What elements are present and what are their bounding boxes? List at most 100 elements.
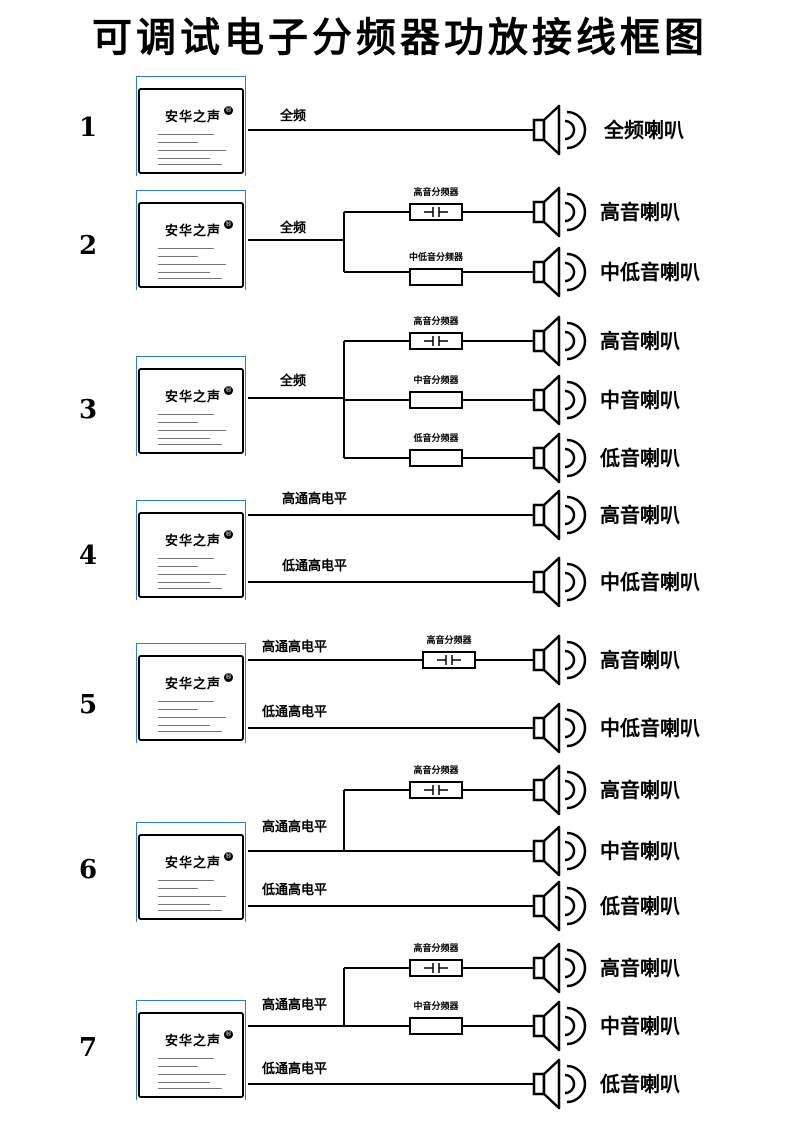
amplifier-fine-print [158,256,198,257]
amplifier-fine-print [158,164,222,165]
amplifier-fine-print [158,134,214,135]
diagram-number-2: 2 [78,231,98,261]
amplifier-terminal [248,850,250,852]
amplifier-terminal [248,1025,250,1027]
speaker-icon-7-1 [532,942,587,994]
speaker-icon-5-1 [532,634,587,686]
amplifier-terminal [248,129,250,131]
amplifier-logo-icon: ® [224,530,233,539]
amplifier-terminal [248,659,250,661]
speaker-label-3-1: 高音喇叭 [600,329,680,353]
speaker-label-1-1: 全频喇叭 [604,118,684,142]
amplifier-frame [136,356,246,456]
filter-label-3-1: 高音分频器 [413,317,459,327]
amplifier-brand: 安华之声 [164,390,221,405]
amplifier-frame [136,1000,246,1100]
amplifier-fine-print [158,904,210,905]
input-label-4-1: 高通高电平 [282,492,348,507]
amplifier-fine-print [158,725,210,726]
amplifier-3: 安华之声® [136,356,250,456]
page-title: 可调试电子分频器功放接线框图 [92,15,708,61]
speaker-label-6-3: 低音喇叭 [600,894,680,918]
amplifier-fine-print [158,158,210,159]
filter-2-2 [409,268,463,286]
amplifier-fine-print [158,444,222,445]
amplifier-frame [136,822,246,922]
amplifier-body: 安华之声® [138,1012,244,1098]
speaker-label-4-1: 高音喇叭 [600,503,680,527]
amplifier-brand: 安华之声 [164,856,221,871]
speaker-icon-6-2 [532,825,587,877]
speaker-icon-1-1 [532,104,587,156]
amplifier-terminal [248,1083,250,1085]
filter-2-1 [409,203,463,221]
speaker-label-7-3: 低音喇叭 [600,1072,680,1096]
amplifier-fine-print [158,430,226,431]
filter-label-7-2: 中音分频器 [413,1002,459,1012]
amplifier-fine-print [158,1058,214,1059]
amplifier-brand: 安华之声 [164,110,221,125]
amplifier-fine-print [158,142,198,143]
diagram-number-5: 5 [78,690,98,720]
amplifier-body: 安华之声® [138,202,244,288]
amplifier-logo-icon: ® [224,386,233,395]
speaker-icon-5-2 [532,702,587,754]
amplifier-frame [136,190,246,290]
amplifier-fine-print [158,1074,226,1075]
amplifier-frame [136,76,246,176]
input-label-6-1: 高通高电平 [262,820,328,835]
filter-label-5-1: 高音分频器 [426,636,472,646]
speaker-label-3-3: 低音喇叭 [600,446,680,470]
amplifier-terminal [248,905,250,907]
input-label-7-1: 高通高电平 [262,998,328,1013]
amplifier-frame [136,643,246,743]
filter-3-1 [409,332,463,350]
speaker-icon-4-1 [532,489,587,541]
amplifier-fine-print [158,588,222,589]
diagram-number-7: 7 [78,1033,98,1063]
amplifier-terminal [248,581,250,583]
amplifier-body: 安华之声® [138,512,244,598]
amplifier-logo-icon: ® [224,673,233,682]
amplifier-5: 安华之声® [136,643,250,743]
speaker-label-4-2: 中低音喇叭 [600,570,700,594]
amplifier-fine-print [158,910,222,911]
amplifier-logo-icon: ® [224,220,233,229]
amplifier-fine-print [158,880,214,881]
speaker-label-5-2: 中低音喇叭 [600,716,700,740]
amplifier-brand: 安华之声 [164,534,221,549]
filter-7-1 [409,959,463,977]
amplifier-6: 安华之声® [136,822,250,922]
speaker-label-2-2: 中低音喇叭 [600,260,700,284]
speaker-label-7-2: 中音喇叭 [600,1014,680,1038]
amplifier-fine-print [158,709,198,710]
speaker-icon-6-3 [532,880,587,932]
amplifier-fine-print [158,717,226,718]
filter-label-3-2: 中音分频器 [413,376,459,386]
speaker-label-2-1: 高音喇叭 [600,200,680,224]
amplifier-brand: 安华之声 [164,224,221,239]
filter-7-2 [409,1017,463,1035]
amplifier-fine-print [158,150,226,151]
input-label-3-1: 全频 [280,374,307,389]
amplifier-fine-print [158,731,222,732]
amplifier-fine-print [158,272,210,273]
speaker-icon-3-1 [532,315,587,367]
diagram-number-1: 1 [78,113,98,143]
speaker-label-5-1: 高音喇叭 [600,648,680,672]
amplifier-terminal [248,727,250,729]
amplifier-2: 安华之声® [136,190,250,290]
amplifier-logo-icon: ® [224,1030,233,1039]
input-label-6-2: 低通高电平 [262,883,328,898]
speaker-label-3-2: 中音喇叭 [600,388,680,412]
amplifier-fine-print [158,248,214,249]
filter-3-3 [409,449,463,467]
amplifier-fine-print [158,414,214,415]
amplifier-brand: 安华之声 [164,1034,221,1049]
amplifier-terminal [248,397,250,399]
filter-label-3-3: 低音分频器 [413,434,459,444]
filter-6-1 [409,781,463,799]
amplifier-body: 安华之声® [138,834,244,920]
amplifier-fine-print [158,264,226,265]
amplifier-body: 安华之声® [138,368,244,454]
